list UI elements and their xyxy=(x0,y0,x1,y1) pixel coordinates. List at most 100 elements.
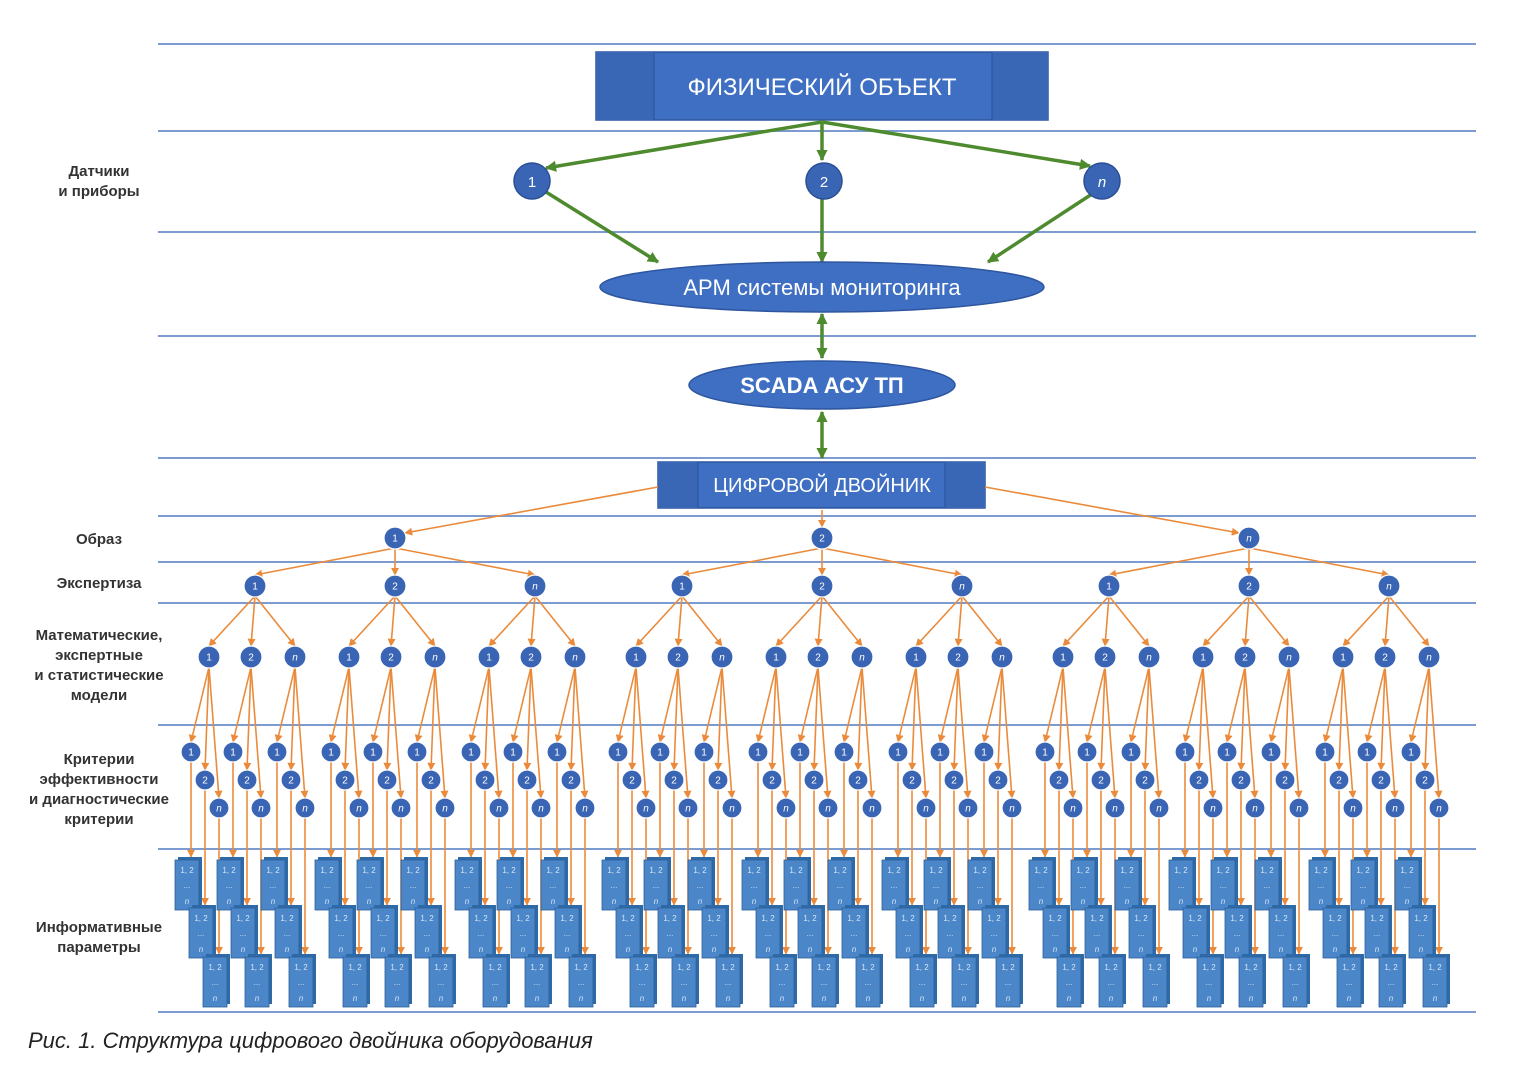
node-2: 2 xyxy=(280,769,302,791)
node-2: 2 xyxy=(194,769,216,791)
svg-text:1, 2: 1, 2 xyxy=(663,914,677,923)
node-1: 1 xyxy=(243,574,267,598)
svg-text:1, 2: 1, 2 xyxy=(376,914,390,923)
svg-text:1: 1 xyxy=(510,748,516,759)
scada-label: SCADA АСУ ТП xyxy=(740,373,904,398)
node-1: 1 xyxy=(477,645,501,669)
edge xyxy=(1384,666,1399,799)
svg-text:n: n xyxy=(1405,897,1410,906)
svg-text:2: 2 xyxy=(811,776,817,787)
parameter-icon: 1, 2...n xyxy=(657,905,685,959)
node-1: 1 xyxy=(789,741,811,763)
edge xyxy=(434,666,449,799)
svg-text:...: ... xyxy=(394,978,401,987)
svg-text:2: 2 xyxy=(1142,776,1148,787)
node-2: 2 xyxy=(946,645,970,669)
parameter-icon: 1, 2...n xyxy=(1098,954,1126,1008)
svg-text:n: n xyxy=(1265,897,1270,906)
node-1: 1 xyxy=(197,645,221,669)
node-1: 1 xyxy=(973,741,995,763)
node-2: 2 xyxy=(519,645,543,669)
svg-text:n: n xyxy=(640,994,645,1003)
edge xyxy=(821,595,863,647)
svg-text:1, 2: 1, 2 xyxy=(222,866,236,875)
node-2: 2 xyxy=(663,769,685,791)
row-label-expertise: Экспертиза xyxy=(56,575,142,592)
svg-text:1, 2: 1, 2 xyxy=(1090,914,1104,923)
svg-text:n: n xyxy=(1039,897,1044,906)
node-n: n xyxy=(1062,797,1084,819)
physical-object-label: ФИЗИЧЕСКИЙ ОБЪЕКТ xyxy=(688,73,957,101)
parameter-icon: 1, 2...n xyxy=(1196,954,1224,1008)
edge xyxy=(1335,666,1344,771)
svg-text:1, 2: 1, 2 xyxy=(266,866,280,875)
parameter-icon: 1, 2...n xyxy=(995,954,1023,1008)
edge xyxy=(841,666,863,743)
svg-text:...: ... xyxy=(1248,978,1255,987)
svg-text:1: 1 xyxy=(701,748,707,759)
svg-text:2: 2 xyxy=(288,776,294,787)
edge xyxy=(755,666,777,743)
node-2: 2 xyxy=(516,769,538,791)
svg-text:n: n xyxy=(1139,945,1144,954)
svg-text:...: ... xyxy=(464,881,471,890)
svg-text:...: ... xyxy=(1388,978,1395,987)
svg-text:n: n xyxy=(507,897,512,906)
svg-text:1, 2: 1, 2 xyxy=(502,866,516,875)
svg-text:n: n xyxy=(1386,582,1392,593)
parameter-icon: 1, 2...n xyxy=(1142,954,1170,1008)
node-n: n xyxy=(530,797,552,819)
svg-text:1: 1 xyxy=(679,582,685,593)
edge xyxy=(895,666,917,743)
edge xyxy=(1202,666,1217,799)
svg-text:2: 2 xyxy=(1422,776,1428,787)
node-1: 1 xyxy=(693,741,715,763)
node-1: 1 xyxy=(1174,741,1196,763)
edge xyxy=(1268,666,1290,743)
edge xyxy=(1062,595,1110,647)
svg-text:...: ... xyxy=(1138,929,1145,938)
svg-text:...: ... xyxy=(410,881,417,890)
svg-text:1: 1 xyxy=(1268,748,1274,759)
edge xyxy=(201,666,210,771)
svg-text:n: n xyxy=(934,897,939,906)
svg-text:n: n xyxy=(1070,804,1076,815)
node-n: n xyxy=(1417,645,1441,669)
svg-text:...: ... xyxy=(639,978,646,987)
node-n: n xyxy=(957,797,979,819)
svg-text:2: 2 xyxy=(1098,776,1104,787)
svg-text:2: 2 xyxy=(1238,776,1244,787)
parameter-icon: 1, 2...n xyxy=(1282,954,1310,1008)
parameter-icon: 1, 2...n xyxy=(1028,857,1056,911)
svg-text:n: n xyxy=(1053,945,1058,954)
edge xyxy=(188,666,210,743)
edge xyxy=(404,486,659,536)
edge xyxy=(294,666,309,799)
svg-text:n: n xyxy=(1350,804,1356,815)
parameter-icon: 1, 2...n xyxy=(1056,954,1084,1008)
parameter-icon: 1, 2...n xyxy=(400,857,428,911)
row-label-params: Информативные параметры xyxy=(35,919,163,956)
svg-text:n: n xyxy=(1009,804,1015,815)
edge xyxy=(567,666,576,771)
parameter-icon: 1, 2...n xyxy=(841,905,869,959)
node-2: 2 xyxy=(376,769,398,791)
edge xyxy=(1062,666,1077,799)
edge xyxy=(714,666,723,771)
node-n: n xyxy=(1384,797,1406,819)
svg-text:n: n xyxy=(1252,804,1258,815)
svg-text:n: n xyxy=(1156,804,1162,815)
edge xyxy=(861,666,876,799)
svg-text:n: n xyxy=(719,653,725,664)
edge xyxy=(468,666,490,743)
parameter-icon: 1, 2...n xyxy=(188,905,216,959)
parameter-icon: 1, 2...n xyxy=(1224,905,1252,959)
svg-text:n: n xyxy=(685,804,691,815)
svg-text:1, 2: 1, 2 xyxy=(320,866,334,875)
edge xyxy=(1148,666,1163,799)
svg-text:n: n xyxy=(959,582,965,593)
node-1: 1 xyxy=(1076,741,1098,763)
svg-text:1: 1 xyxy=(328,748,334,759)
node-2: 2 xyxy=(803,769,825,791)
edge xyxy=(348,595,396,647)
